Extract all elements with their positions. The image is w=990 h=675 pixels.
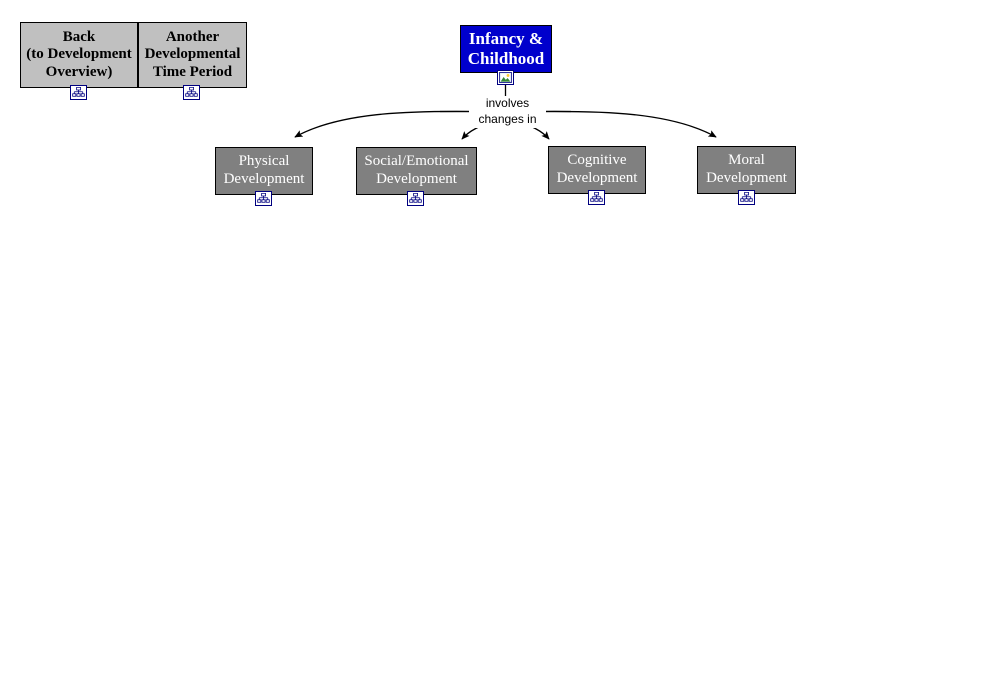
nav-node-label: Another Developmental Time Period xyxy=(144,28,241,80)
picture-icon[interactable] xyxy=(497,70,514,85)
concept-map-icon[interactable] xyxy=(407,191,424,206)
concept-node-label: Cognitive Development xyxy=(556,152,638,186)
nav-node-back-to-development-overview[interactable]: Back (to Development Overview) xyxy=(20,22,138,88)
concept-map-icon[interactable] xyxy=(183,85,200,100)
connector-to-physical-development xyxy=(294,110,471,138)
concept-node-cognitive-development[interactable]: Cognitive Development xyxy=(548,146,646,194)
nav-node-label: Back (to Development Overview) xyxy=(26,28,132,80)
concept-node-physical-development[interactable]: Physical Development xyxy=(215,147,313,195)
concept-node-label: Social/Emotional Development xyxy=(364,153,469,187)
concept-map-icon[interactable] xyxy=(738,190,755,205)
root-node-infancy-and-childhood[interactable]: Infancy & Childhood xyxy=(460,25,552,73)
nav-node-another-developmental-time-period[interactable]: Another Developmental Time Period xyxy=(138,22,247,88)
concept-map-icon[interactable] xyxy=(255,191,272,206)
concept-map-icon[interactable] xyxy=(70,85,87,100)
concept-node-label: Moral Development xyxy=(706,152,787,186)
root-node-label: Infancy & Childhood xyxy=(467,29,545,68)
concept-map-icon[interactable] xyxy=(588,190,605,205)
concept-node-moral-development[interactable]: Moral Development xyxy=(697,146,796,194)
concept-node-label: Physical Development xyxy=(223,153,305,187)
concept-node-social-emotional-development[interactable]: Social/Emotional Development xyxy=(356,147,477,195)
connector-to-moral-development xyxy=(540,110,717,138)
linking-phrase-involves-changes-in: involves changes in xyxy=(469,96,546,128)
